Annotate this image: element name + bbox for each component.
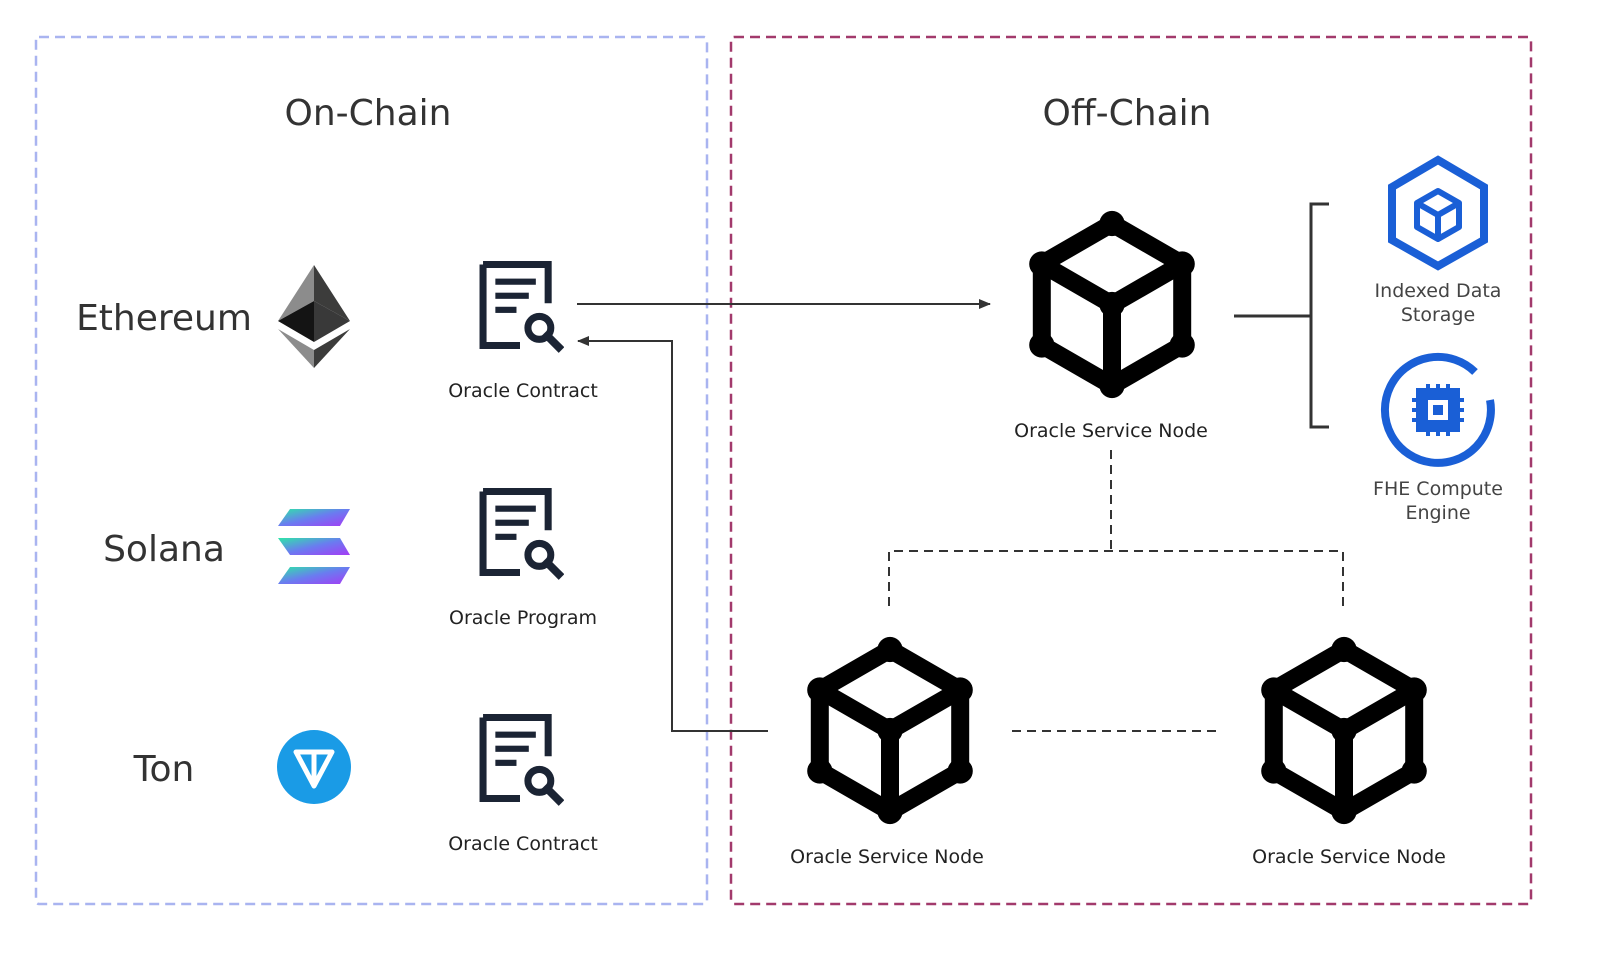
oracle-label: Oracle Program bbox=[449, 607, 597, 629]
oracle-contract-icon bbox=[483, 265, 559, 348]
service-label: Storage bbox=[1401, 304, 1475, 326]
solana-icon bbox=[278, 509, 350, 584]
chain-label-solana: Solana bbox=[103, 529, 225, 570]
cube-node-icon bbox=[807, 637, 973, 824]
services-bracket bbox=[1234, 202, 1329, 429]
cube-node-icon bbox=[1261, 637, 1427, 824]
oracle-contract-icon bbox=[483, 718, 559, 801]
node-network-links bbox=[888, 450, 1344, 732]
oracle-program-icon bbox=[483, 492, 559, 575]
hexagon-cube-icon bbox=[1388, 155, 1488, 271]
oracle-label: Oracle Contract bbox=[448, 833, 598, 855]
response-arrow bbox=[577, 336, 768, 732]
service-label: Indexed Data bbox=[1375, 280, 1502, 302]
main-node-label: Oracle Service Node bbox=[1014, 420, 1208, 442]
chain-label-ethereum: Ethereum bbox=[76, 298, 252, 339]
ton-icon bbox=[277, 730, 351, 804]
peer-node-label: Oracle Service Node bbox=[1252, 846, 1446, 868]
service-label: Engine bbox=[1405, 502, 1470, 524]
cube-node-icon bbox=[1029, 211, 1195, 398]
off-chain-title: Off-Chain bbox=[1043, 93, 1212, 134]
chip-icon bbox=[1380, 352, 1495, 467]
oracle-label: Oracle Contract bbox=[448, 380, 598, 402]
service-label: FHE Compute bbox=[1373, 478, 1503, 500]
peer-node-label: Oracle Service Node bbox=[790, 846, 984, 868]
on-chain-title: On-Chain bbox=[285, 93, 452, 134]
ethereum-icon bbox=[278, 265, 350, 368]
chain-label-ton: Ton bbox=[133, 749, 195, 790]
